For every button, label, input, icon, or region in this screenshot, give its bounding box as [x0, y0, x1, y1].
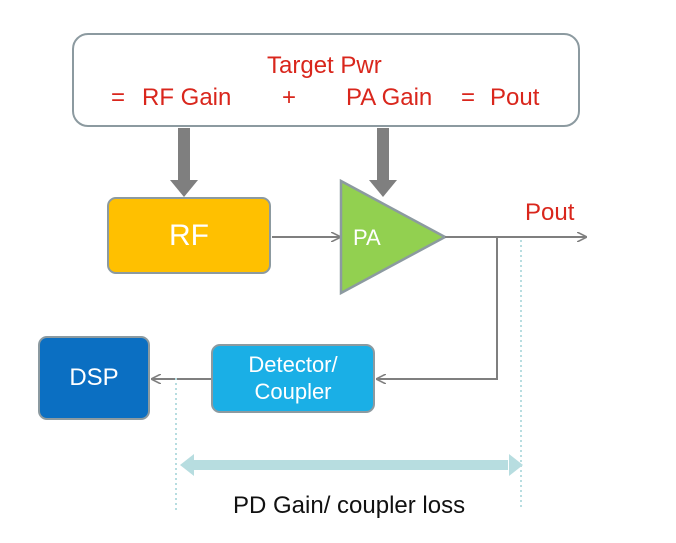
- pa-block-label: PA: [353, 225, 381, 250]
- detector-label-line1: Detector/: [248, 352, 338, 378]
- equals-sign-1: =: [111, 84, 126, 111]
- equals-sign-2: =: [461, 84, 476, 111]
- pa-gain-label: PA Gain: [346, 84, 433, 111]
- rf-block-label: RF: [169, 218, 209, 252]
- target-power-equation-box: [72, 33, 580, 127]
- coupler-feedback-path: [377, 237, 498, 379]
- detector-label-line2: Coupler: [254, 378, 332, 404]
- rf-gain-label: RF Gain: [142, 84, 232, 111]
- plus-sign: +: [282, 84, 297, 111]
- output-pout-label: Pout: [525, 199, 575, 226]
- dsp-block: DSP: [38, 336, 150, 420]
- pd-gain-coupler-loss-label: PD Gain/ coupler loss: [233, 492, 466, 519]
- pa-gain-control-arrow: [369, 128, 397, 197]
- pd-gain-span-arrow: [180, 454, 523, 476]
- equation-pout-label: Pout: [490, 84, 540, 111]
- detector-coupler-block: Detector/ Coupler: [211, 344, 375, 413]
- dsp-block-label: DSP: [69, 364, 119, 391]
- target-pwr-label: Target Pwr: [267, 52, 382, 79]
- rf-gain-control-arrow: [170, 128, 198, 197]
- pa-amplifier-triangle: [339, 178, 448, 296]
- rf-block: RF: [107, 197, 271, 274]
